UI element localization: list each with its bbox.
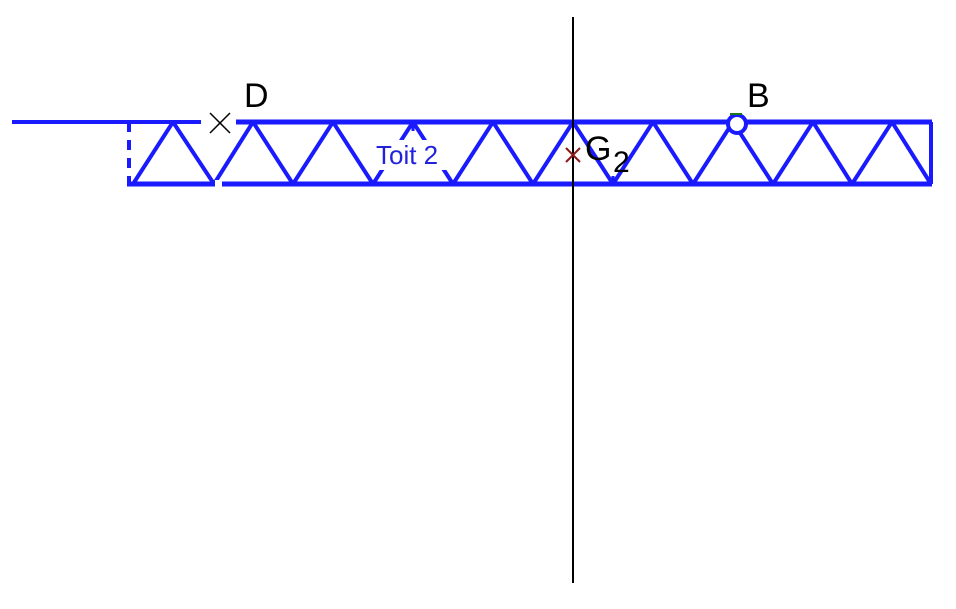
truss-web-diagonal	[331, 120, 375, 186]
truss-web-diagonal	[212, 120, 255, 186]
truss-web-diagonal	[531, 120, 575, 186]
truss-web-diagonal	[651, 120, 695, 186]
truss-label-background	[372, 140, 460, 170]
point-d-label: D	[244, 77, 269, 115]
truss-web-diagonal	[771, 120, 815, 186]
centroid-cross-icon	[565, 147, 581, 163]
truss-web-diagonal	[171, 120, 216, 186]
truss-web-diagonal	[811, 120, 854, 186]
truss-web-diagonal	[691, 120, 735, 186]
cross-marker-icon	[209, 112, 231, 134]
point-g-label: G	[585, 130, 611, 168]
truss-web-diagonal	[131, 120, 175, 186]
point-g-subscript: 2	[613, 146, 630, 179]
truss-web-diagonal	[850, 120, 894, 186]
truss-web-diagonal	[611, 120, 655, 186]
point-b-label: B	[747, 77, 770, 115]
truss-web-diagonal	[451, 120, 495, 186]
truss-web-diagonal	[571, 120, 615, 186]
truss-roof-2	[12, 119, 933, 187]
truss-web-diagonal	[890, 120, 933, 186]
truss-web-diagonal	[491, 120, 535, 186]
truss-web-diagonal	[251, 120, 295, 186]
truss-gap-bottom-left	[215, 180, 222, 189]
truss-label-toit-2: Toit 2	[376, 140, 438, 170]
truss-web-diagonal	[291, 120, 335, 186]
circle-marker-icon	[726, 113, 748, 135]
